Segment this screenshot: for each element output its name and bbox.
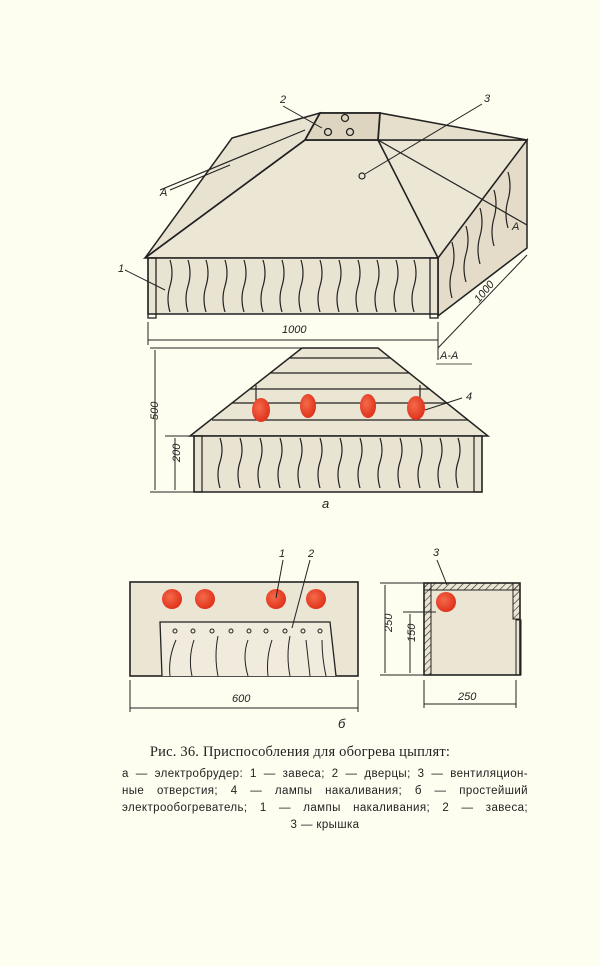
callout-b-3: 3 [433, 547, 440, 559]
heater-side: 3 250 150 250 [380, 547, 522, 708]
section-mark-left: А [159, 187, 167, 199]
dimension-wall-height: 200 [171, 443, 183, 463]
figure-caption-title: Рис. 36. Приспособления для обогрева цып… [0, 744, 600, 761]
brooder-section: 4 500 200 а [149, 347, 491, 511]
diagram-a-label: а [322, 496, 329, 511]
callout-b-1: 1 [279, 548, 285, 560]
brooder-isometric: 2 3 1 А А 1000 1000 А-А [118, 93, 529, 365]
figure-number: Рис. 36. [149, 744, 200, 760]
lamp-icons [252, 394, 425, 422]
dimension-length: 600 [232, 693, 251, 705]
section-mark-right: А [511, 221, 519, 233]
caption-line: а — электробрудер: 1 — завеса; 2 — дверц… [122, 768, 528, 780]
dimension-total-height: 500 [149, 401, 161, 420]
callout-2: 2 [279, 94, 286, 106]
callout-b-2: 2 [307, 548, 314, 560]
callout-1: 1 [118, 263, 124, 275]
dimension-height: 250 [383, 613, 395, 633]
caption-line: электрообогреватель; 1 — лампы накаливан… [122, 802, 528, 814]
heater-front: 1 2 600 б [129, 548, 359, 731]
figure-title: Приспособления для обогрева цыплят: [202, 744, 451, 760]
dimension-width: 1000 [282, 324, 307, 336]
caption-line: 3 — крышка [290, 819, 360, 831]
dimension-lamp-height: 150 [406, 623, 418, 642]
diagram-b-label: б [338, 716, 346, 731]
dimension-width: 250 [457, 691, 477, 703]
callout-4: 4 [466, 391, 472, 403]
figure-caption-legend: а — электробрудер: 1 — завеса; 2 — дверц… [122, 766, 528, 834]
caption-line: ные отверстия; 4 — лампы накаливания; б … [122, 785, 528, 797]
section-title: А-А [439, 350, 458, 362]
callout-3: 3 [484, 93, 491, 105]
